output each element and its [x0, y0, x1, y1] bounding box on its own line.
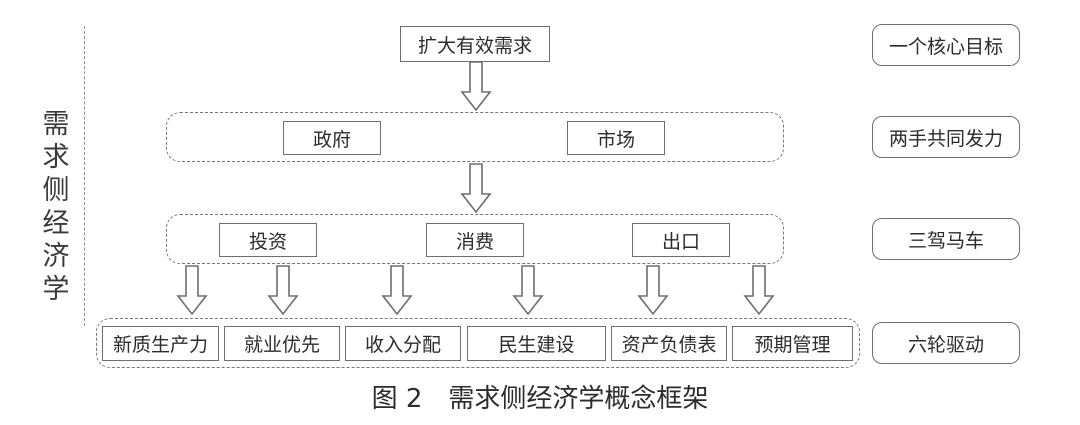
down-arrow: [176, 265, 208, 316]
market-box: 市场: [567, 121, 665, 155]
vertical-title-char: 求: [42, 142, 70, 173]
goal-box: 扩大有效需求: [400, 26, 550, 62]
government-box: 政府: [283, 121, 381, 155]
side-label-two-hands: 两手共同发力: [872, 116, 1020, 158]
troika-group: [166, 214, 784, 264]
wheel-box: 预期管理: [732, 326, 853, 361]
vertical-title-char: 济: [42, 241, 70, 272]
down-arrow: [267, 265, 299, 316]
side-label-troika: 三驾马车: [872, 218, 1020, 260]
wheel-box: 收入分配: [345, 326, 461, 361]
vertical-title-char: 经: [42, 208, 70, 239]
wheel-box: 资产负债表: [611, 326, 727, 361]
figure-caption: 图 2 需求侧经济学概念框架: [371, 384, 709, 414]
down-arrow: [460, 61, 492, 112]
vertical-title-char: 需: [42, 109, 70, 140]
vertical-title-char: 学: [42, 274, 70, 305]
down-arrow: [637, 265, 669, 316]
wheel-box: 就业优先: [224, 326, 340, 361]
down-arrow: [381, 265, 413, 316]
investment-box: 投资: [219, 223, 317, 257]
vertical-title: 需 求 侧 经 济 学: [36, 108, 76, 306]
side-label-core-goal: 一个核心目标: [872, 24, 1020, 66]
vertical-title-char: 侧: [42, 175, 70, 206]
down-arrow: [743, 265, 775, 316]
wheel-box: 民生建设: [467, 326, 606, 361]
consumption-box: 消费: [426, 223, 524, 257]
down-arrow: [460, 163, 492, 214]
six-wheels-group: [96, 318, 860, 368]
down-arrow: [512, 265, 544, 316]
title-divider-line: [84, 26, 85, 326]
two-hands-group: [166, 112, 784, 162]
side-label-six-wheels: 六轮驱动: [872, 322, 1020, 364]
wheel-box: 新质生产力: [102, 326, 219, 361]
export-box: 出口: [632, 223, 730, 257]
